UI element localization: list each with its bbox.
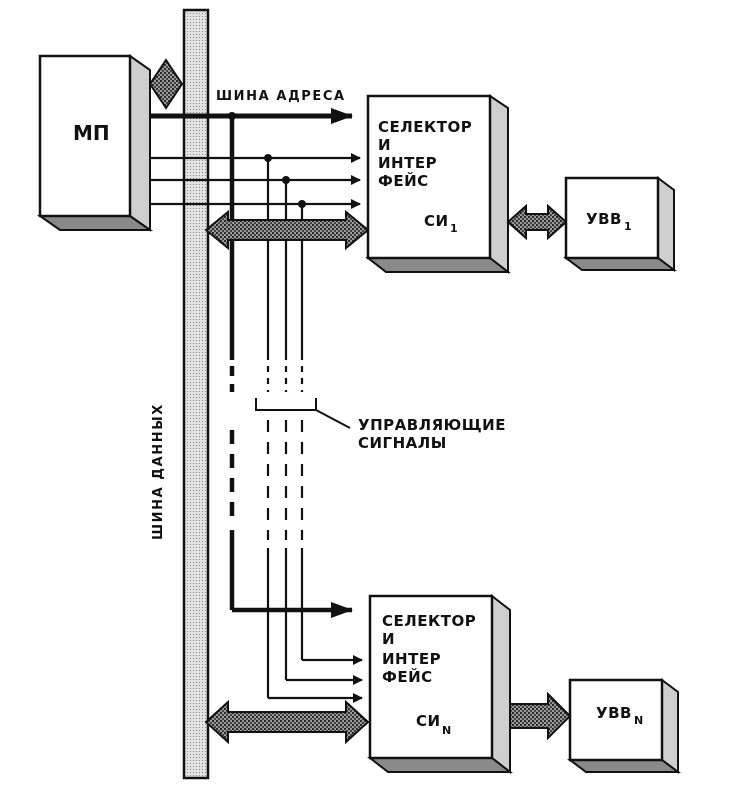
selector-bottom-line-4: ФЕЙС <box>382 667 433 686</box>
io-device-top: УВВ 1 <box>563 176 677 272</box>
selector-interface-top: СЕЛЕКТОР И ИНТЕР ФЕЙС СИ 1 <box>365 94 511 275</box>
selector-top-line-1: СЕЛЕКТОР <box>378 118 472 136</box>
io-top-index: 1 <box>624 220 632 233</box>
mp-label: МП <box>73 121 110 145</box>
selector-bottom-line-2: И <box>382 630 395 648</box>
selector-bottom-line-1: СЕЛЕКТОР <box>382 612 476 630</box>
selector-bottom-line-3: ИНТЕР <box>382 650 441 668</box>
selector-top-line-4: ФЕЙС <box>378 171 429 190</box>
io-top-tag: УВВ <box>586 210 622 228</box>
control-signals-label-2: СИГНАЛЫ <box>358 434 447 452</box>
data-bus: ШИНА ДАННЫХ <box>151 8 210 780</box>
io-arrow-top <box>506 203 568 241</box>
io-bottom-index: N <box>634 714 643 727</box>
mp-block: МП <box>36 54 154 232</box>
selector-top-tag: СИ <box>424 212 449 230</box>
selector-interface-bottom: СЕЛЕКТОР И ИНТЕР ФЕЙС СИ N <box>367 593 513 775</box>
selector-top-line-2: И <box>378 136 391 154</box>
io-device-bottom: УВВ N <box>567 678 681 774</box>
address-vertical <box>229 116 353 618</box>
mp-bus-connector <box>148 58 184 110</box>
selector-top-index: 1 <box>450 222 458 235</box>
address-bus-label: ШИНА АДРЕСА <box>216 89 346 104</box>
selector-bottom-tag: СИ <box>416 712 441 730</box>
io-bottom-tag: УВВ <box>596 704 632 722</box>
control-signals-brace <box>255 398 351 429</box>
control-lines-top <box>150 153 361 209</box>
control-signals-label-1: УПРАВЛЯЮЩИЕ <box>358 416 506 434</box>
selector-top-line-3: ИНТЕР <box>378 154 437 172</box>
data-arrow-bottom <box>204 699 370 745</box>
data-bus-label: ШИНА ДАННЫХ <box>151 403 166 540</box>
control-verticals <box>266 158 363 703</box>
selector-bottom-index: N <box>442 724 451 737</box>
io-arrow-bottom <box>509 691 572 741</box>
